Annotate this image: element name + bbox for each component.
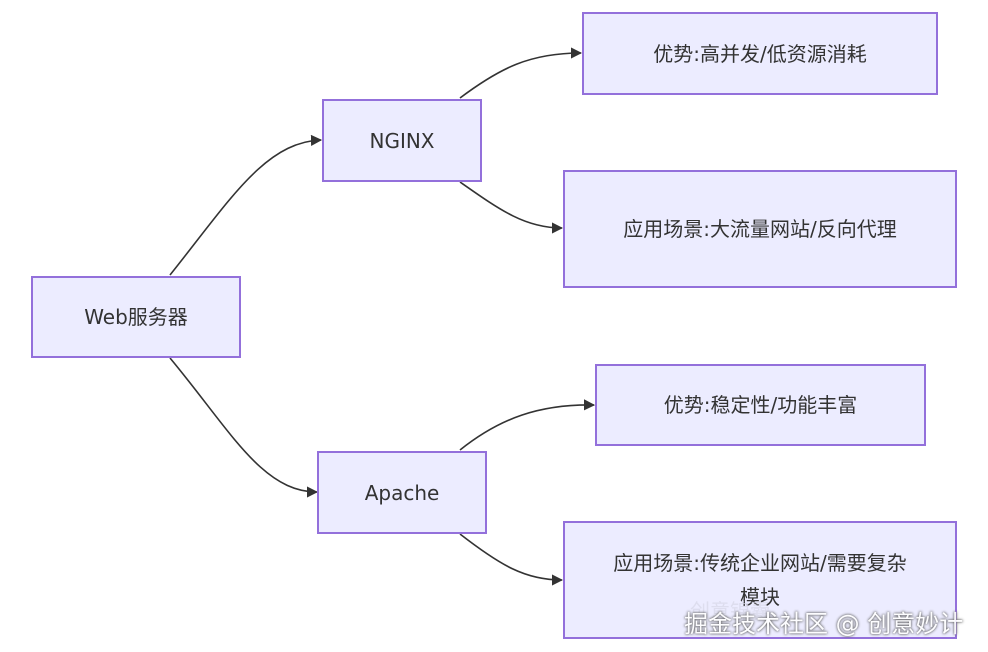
node-apache-scenario[interactable]: 应用场景:传统企业网站/需要复杂模块 <box>563 521 957 639</box>
node-nginx-scenario-label: 应用场景:大流量网站/反向代理 <box>623 217 897 241</box>
node-nginx[interactable]: NGINX <box>322 99 482 182</box>
watermark-back-text: 创意锦囊 <box>690 599 770 623</box>
node-nginx-scenario[interactable]: 应用场景:大流量网站/反向代理 <box>563 170 957 288</box>
edge-nginx-to-scenario <box>459 181 564 234</box>
edge-web-to-nginx <box>169 134 323 276</box>
watermark-front-text: 掘金技术社区 @ 创意妙计 <box>684 610 964 638</box>
node-apache-label: Apache <box>364 480 440 505</box>
node-apache-advantage-label: 优势:稳定性/功能丰富 <box>663 393 858 417</box>
node-nginx-label: NGINX <box>369 128 435 153</box>
edge-apache-to-scenario <box>459 533 564 586</box>
node-web-server-label: Web服务器 <box>84 305 188 329</box>
node-nginx-advantage[interactable]: 优势:高并发/低资源消耗 <box>582 12 938 95</box>
edge-nginx-to-advantage <box>459 47 583 99</box>
node-nginx-advantage-label: 优势:高并发/低资源消耗 <box>653 41 867 66</box>
edge-apache-to-advantage <box>459 399 596 451</box>
node-web-server[interactable]: Web服务器 <box>31 276 241 358</box>
edge-web-to-apache <box>169 357 319 498</box>
node-apache-scenario-label: 应用场景:传统企业网站/需要复杂模块 <box>613 551 907 609</box>
node-apache[interactable]: Apache <box>317 451 487 534</box>
node-apache-advantage[interactable]: 优势:稳定性/功能丰富 <box>595 364 926 446</box>
